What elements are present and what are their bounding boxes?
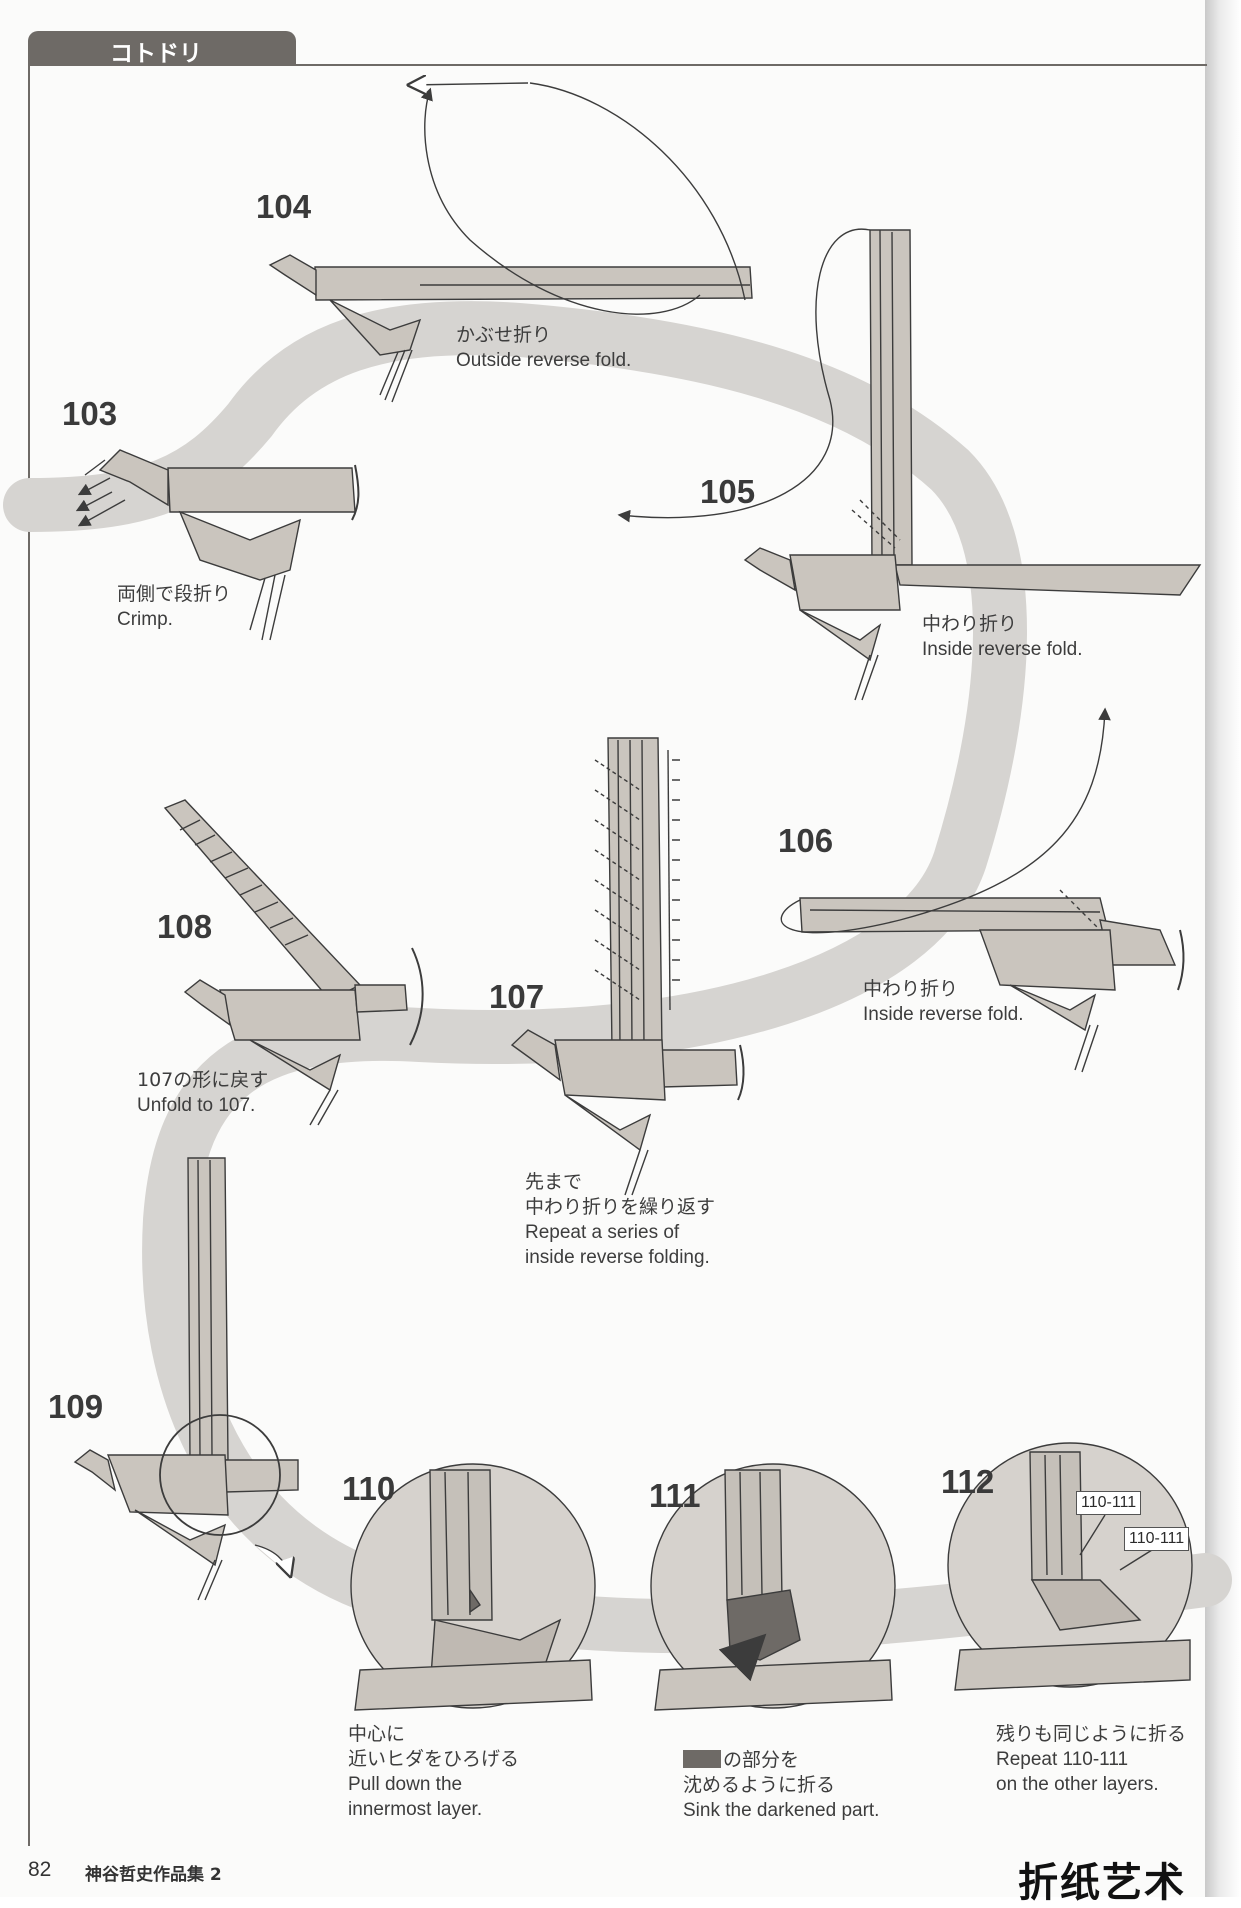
- caption-108: 107の形に戻す Unfold to 107.: [137, 1068, 268, 1118]
- caption-105: 中わり折り Inside reverse fold.: [922, 612, 1083, 662]
- caption-108-en: Unfold to 107.: [137, 1095, 256, 1116]
- step-number-105: 105: [700, 473, 756, 510]
- caption-110-jp: 中心に: [348, 1723, 406, 1745]
- caption-112: 残りも同じように折る Repeat 110-111 on the other l…: [996, 1722, 1186, 1797]
- step-number-104: 104: [256, 188, 312, 225]
- title-tab: コトドリ: [28, 31, 296, 67]
- caption-111-en: Sink the darkened part.: [683, 1800, 880, 1821]
- reference-tag-2: 110-111: [1124, 1527, 1190, 1551]
- step-number-110: 110: [342, 1470, 396, 1507]
- page-number: 82: [28, 1858, 52, 1881]
- caption-112-en-line2: on the other layers.: [996, 1774, 1159, 1795]
- caption-110: 中心に 近いヒダをひろげる Pull down the innermost la…: [348, 1722, 519, 1822]
- watermark-logo: 折纸艺术: [1018, 1859, 1186, 1906]
- caption-106-en: Inside reverse fold.: [863, 1004, 1024, 1025]
- caption-104-en: Outside reverse fold.: [456, 350, 632, 371]
- caption-106-jp: 中わり折り: [863, 978, 959, 1000]
- darkened-swatch: [683, 1750, 721, 1768]
- step-107-figure: [510, 737, 745, 1196]
- caption-105-jp: 中わり折り: [922, 613, 1018, 635]
- caption-112-en-line1: Repeat 110-111: [996, 1749, 1129, 1770]
- caption-106: 中わり折り Inside reverse fold.: [863, 977, 1024, 1027]
- step-109-figure: [73, 1157, 299, 1601]
- caption-107-en-line1: Repeat a series of: [525, 1222, 680, 1243]
- caption-103-en: Crimp.: [117, 609, 173, 630]
- caption-110-en-line1: Pull down the: [348, 1774, 463, 1795]
- book-title: 神谷哲史作品集 2: [85, 1865, 222, 1885]
- step-105-figure: [617, 228, 1202, 701]
- step-number-108: 108: [157, 908, 213, 945]
- step-number-107: 107: [489, 978, 545, 1015]
- caption-108-jp: 107の形に戻す: [137, 1069, 269, 1091]
- caption-110-jp2: 近いヒダをひろげる: [348, 1748, 520, 1770]
- step-104-figure: [268, 83, 753, 403]
- caption-111: の部分を 沈めるように折る Sink the darkened part.: [683, 1748, 879, 1823]
- caption-107: 先まで 中わり折りを繰り返す Repeat a series of inside…: [525, 1170, 715, 1270]
- page-frame: [28, 64, 1207, 1846]
- caption-107-en-line2: inside reverse folding.: [525, 1247, 710, 1268]
- caption-103-jp: 両側で段折り: [117, 583, 232, 605]
- caption-111-jp-line: の部分を: [683, 1748, 879, 1773]
- step-number-106: 106: [778, 822, 834, 859]
- caption-110-en-line2: innermost layer.: [348, 1799, 483, 1820]
- step-number-111: 111: [649, 1477, 701, 1514]
- caption-112-jp: 残りも同じように折る: [996, 1723, 1187, 1745]
- step-number-103: 103: [62, 395, 118, 432]
- caption-107-jp2: 中わり折りを繰り返す: [525, 1196, 716, 1218]
- step-110-figure: [350, 1463, 596, 1711]
- caption-104-jp: かぶせ折り: [456, 324, 552, 346]
- caption-104: かぶせ折り Outside reverse fold.: [456, 323, 631, 373]
- step-111-figure: [650, 1463, 896, 1711]
- step-108-figure: [163, 799, 424, 1126]
- caption-103: 両側で段折り Crimp.: [117, 582, 231, 632]
- step-106-figure: [780, 707, 1185, 1073]
- caption-105-en: Inside reverse fold.: [922, 639, 1083, 660]
- reference-tag-1: 110-111: [1076, 1491, 1142, 1515]
- caption-107-jp: 先まで: [525, 1171, 583, 1193]
- step-103-figure: [75, 449, 360, 641]
- page-title: コトドリ: [110, 41, 202, 67]
- step-number-112: 112: [941, 1463, 995, 1500]
- caption-111-jp: の部分を: [723, 1749, 800, 1771]
- caption-111-jp2: 沈めるように折る: [683, 1774, 836, 1796]
- step-number-109: 109: [48, 1388, 104, 1425]
